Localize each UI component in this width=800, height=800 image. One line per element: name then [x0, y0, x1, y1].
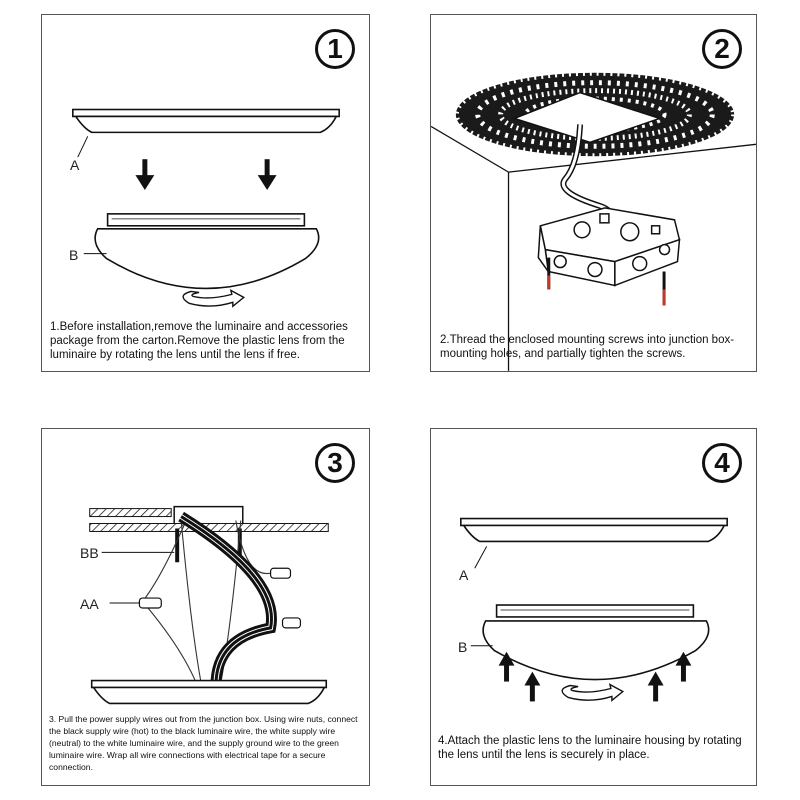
rotate-arrow-icon [561, 683, 625, 702]
up-arrow-icon [647, 671, 664, 702]
step-2-panel: 2 2.Thread the enclosed mounting screws … [430, 14, 757, 372]
step-3-illustration [89, 505, 329, 705]
label-b: B [69, 247, 79, 263]
step-4-caption: 4.Attach the plastic lens to the luminai… [438, 735, 742, 761]
room-corner [431, 125, 756, 371]
mounting-bracket [173, 505, 244, 524]
step-3-panel: BB AA 3 3. Pull the power supply wires o… [41, 428, 370, 786]
step-4-illustration [460, 517, 728, 702]
plastic-lens [482, 604, 710, 681]
label-aa: AA [80, 596, 99, 612]
mounting-screw [175, 528, 180, 563]
down-arrow-icon [257, 159, 277, 191]
label-b: B [458, 639, 468, 655]
step-2-caption: 2.Thread the enclosed mounting screws in… [440, 334, 735, 360]
down-arrow-icon [135, 159, 155, 191]
step-number-badge: 1 [315, 29, 355, 69]
label-a: A [459, 567, 469, 583]
step-4-panel: A B 4 4.Attach the plastic lens to the l… [430, 428, 757, 786]
junction-box-icon [537, 207, 681, 287]
step-1-panel: A B 1 1.Before installation,remove the l… [41, 14, 370, 372]
label-a-leader [474, 546, 488, 569]
luminaire-housing [90, 679, 328, 705]
ceiling-mount-plate [512, 91, 662, 144]
mounting-screw [547, 257, 666, 306]
mounting-screw [237, 528, 242, 563]
ceiling-section [89, 508, 329, 532]
step-3-caption: 3. Pull the power supply wires out from … [49, 714, 358, 772]
step-number-badge: 4 [702, 443, 742, 483]
luminaire-housing [460, 517, 728, 543]
step-1-caption: 1.Before installation,remove the luminai… [50, 321, 348, 361]
label-bb: BB [80, 545, 99, 561]
up-arrow-icon [524, 671, 541, 702]
label-a-leader [77, 136, 89, 158]
step-number-badge: 3 [315, 443, 355, 483]
rotate-arrow-icon [182, 289, 246, 308]
plastic-lens [94, 213, 320, 290]
luminaire-housing [72, 108, 340, 134]
step-number-badge: 2 [702, 29, 742, 69]
step-1-illustration [72, 108, 340, 308]
label-a: A [70, 157, 80, 173]
up-arrow-icon [675, 651, 692, 682]
up-arrow-icon [498, 651, 515, 682]
step-2-illustration [431, 69, 756, 371]
black-wire [178, 511, 277, 686]
